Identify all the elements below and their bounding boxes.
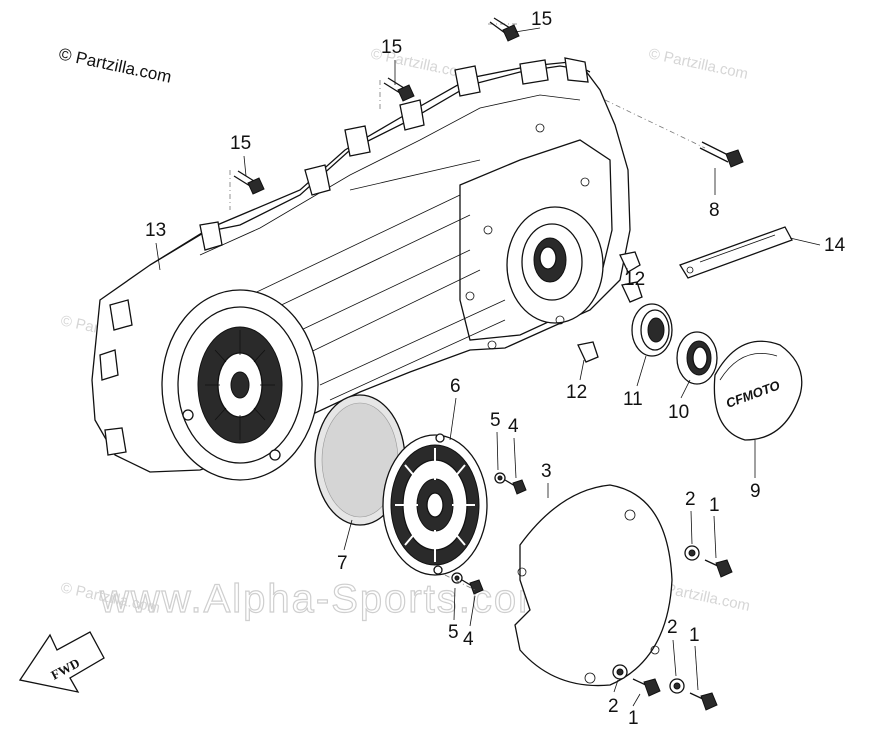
callout-11: 11 xyxy=(623,389,643,410)
part-12-clip xyxy=(577,251,643,363)
callout-10: 10 xyxy=(668,402,689,423)
watermark-text: © Partzilla.com xyxy=(647,45,749,83)
callout-15: 15 xyxy=(531,9,552,30)
part-6-grille xyxy=(382,433,488,576)
fwd-arrow-icon: FWD xyxy=(18,631,105,693)
callout-4: 4 xyxy=(508,416,519,437)
callout-1: 1 xyxy=(709,495,720,516)
part-11-bearing xyxy=(631,303,673,357)
callout-2: 2 xyxy=(667,617,678,638)
part-13-crankcase-cover xyxy=(91,57,631,481)
callout-5: 5 xyxy=(448,622,459,643)
callout-12: 12 xyxy=(624,269,645,290)
callout-14: 14 xyxy=(824,235,846,256)
part-9-cover-cap: CFMOTO xyxy=(713,340,803,441)
part-3-outer-cover xyxy=(514,484,673,687)
part-15-bolt xyxy=(379,77,415,110)
part-5-washer xyxy=(451,472,506,584)
callout-4: 4 xyxy=(463,629,474,650)
callout-7: 7 xyxy=(337,553,348,574)
part-1-screw xyxy=(632,559,733,711)
part-8-bolt xyxy=(604,99,744,168)
part-15-bolt xyxy=(229,170,265,210)
callout-1: 1 xyxy=(628,708,639,729)
part-15-bolt xyxy=(488,17,520,42)
callout-8: 8 xyxy=(709,200,720,221)
part-14-plate xyxy=(679,226,793,279)
part-2-washer xyxy=(612,545,700,694)
copyright-text: © Partzilla.com xyxy=(57,44,173,86)
part-7-filter xyxy=(314,394,406,526)
callouts: 15 15 15 13 8 14 12 12 11 10 9 6 5 4 3 7… xyxy=(145,9,846,729)
watermark-large: www.Alpha-Sports.com xyxy=(99,577,553,621)
part-4-screw xyxy=(444,479,527,595)
part-10-seal xyxy=(676,331,718,385)
callout-12: 12 xyxy=(566,382,587,403)
callout-5: 5 xyxy=(490,410,501,431)
callout-1: 1 xyxy=(689,625,700,646)
callout-9: 9 xyxy=(750,481,761,502)
callout-3: 3 xyxy=(541,461,552,482)
callout-6: 6 xyxy=(450,376,461,397)
leader-lines xyxy=(155,27,821,707)
callout-2: 2 xyxy=(685,489,696,510)
callout-15: 15 xyxy=(381,37,402,58)
callout-2: 2 xyxy=(608,696,619,717)
callout-15: 15 xyxy=(230,133,251,154)
callout-13: 13 xyxy=(145,220,166,241)
